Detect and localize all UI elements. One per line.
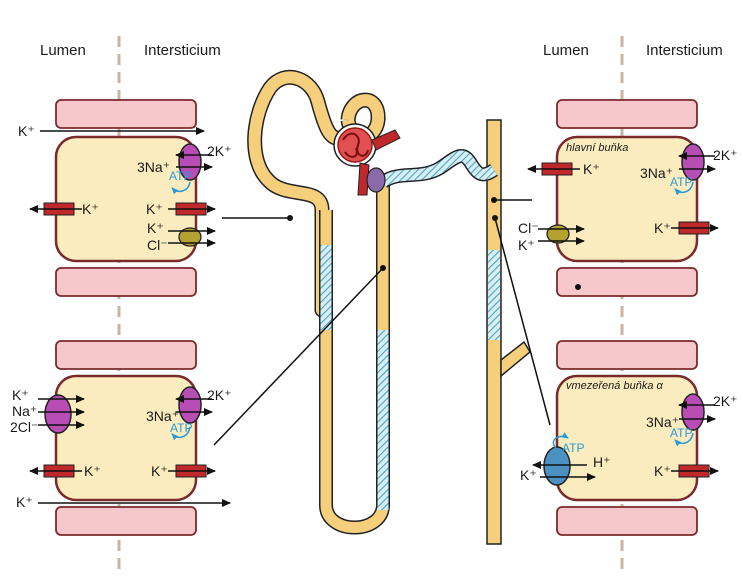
atp-arrow [674, 432, 694, 447]
na-k-pump [681, 393, 705, 431]
label-k-channel-lumen: K⁺ [583, 161, 600, 177]
distal-tubule [379, 150, 498, 187]
label-k-channel-inter: K⁺ [654, 220, 671, 236]
label-k-channel-inter: K⁺ [654, 463, 671, 479]
proximal-tubule [248, 71, 346, 316]
connector-bottom-right [494, 217, 551, 426]
connector-dot-top-left [287, 215, 293, 221]
loop-bottom [320, 504, 389, 533]
atp-arrow [171, 181, 191, 195]
neighbor-cell-bottom [556, 267, 698, 297]
label-k-channel-inter: K⁺ [151, 463, 168, 479]
label-k-symport: K⁺ [147, 220, 164, 236]
h-k-atpase [543, 446, 571, 486]
label-atp: ATP [170, 421, 192, 435]
neighbor-cell-top [55, 99, 197, 129]
nucleus-dot [575, 284, 581, 290]
label-k-cotr: K⁺ [12, 387, 29, 403]
label-2k: 2K⁺ [713, 147, 738, 163]
atp-pump-arrow [552, 432, 569, 449]
k-cl-symporter [178, 227, 202, 247]
header-interstitium-left: Intersticium [144, 42, 221, 59]
nkcc2-cotransporter [44, 394, 72, 434]
macula-densa [366, 167, 386, 193]
label-na-cotr: Na⁺ [12, 403, 37, 419]
panel-bottom-right: vmezeřená buňka α 3Na⁺ 2K⁺ ATP ATP H⁺ K⁺… [520, 340, 738, 536]
label-atp: ATP [670, 175, 692, 189]
label-h: H⁺ [593, 454, 611, 470]
neighbor-cell-top [55, 340, 197, 370]
label-k-flux: K⁺ [16, 494, 33, 510]
header-interstitium-right: Intersticium [646, 42, 723, 59]
label-na: 3Na⁺ [640, 165, 673, 181]
cell-body [555, 135, 699, 263]
label-k-pump: K⁺ [520, 467, 537, 483]
label-k-channel-inter: K⁺ [146, 201, 163, 217]
connector-dot-top-right [491, 197, 497, 203]
connector-dot-bottom-right [492, 215, 498, 221]
label-2k: 2K⁺ [207, 387, 232, 403]
panel-top-right: hlavní buňka K⁺ 3Na⁺ 2K⁺ ATP Cl⁻ K⁺ K⁺ [518, 99, 738, 297]
caption: hlavní buňka [566, 142, 628, 154]
label-k-channel-lumen: K⁺ [84, 463, 101, 479]
atp-arrow [674, 181, 694, 196]
header-lumen-left: Lumen [40, 42, 86, 59]
neighbor-cell-top [556, 99, 698, 129]
neighbor-cell-bottom [55, 506, 197, 536]
label-atp: ATP [670, 426, 692, 440]
atp-arrow [171, 426, 191, 441]
label-k-cotr: K⁺ [518, 237, 535, 253]
caption: vmezeřená buňka α [566, 380, 663, 392]
na-k-pump [681, 143, 705, 181]
label-atp-pump: ATP [562, 441, 584, 455]
collecting-duct-branch [500, 340, 531, 378]
connector-dot-bottom-left [380, 265, 386, 271]
label-cl: Cl⁻ [518, 220, 539, 236]
cell-body [54, 374, 198, 502]
collecting-duct-hatched [488, 250, 500, 340]
label-na: 3Na⁺ [146, 408, 179, 424]
panel-bottom-left: K⁺ Na⁺ 2Cl⁻ 3Na⁺ 2K⁺ ATP K⁺ K⁺ K⁺ [10, 340, 232, 536]
neighbor-cell-bottom [55, 267, 197, 297]
neighbor-cell-top [556, 340, 698, 370]
label-2k: 2K⁺ [713, 393, 738, 409]
label-cl-symport: Cl⁻ [147, 237, 168, 253]
label-atp: ATP [169, 169, 191, 183]
nephron [247, 69, 531, 545]
neighbor-cell-bottom [556, 506, 698, 536]
cell-body [54, 135, 198, 263]
header-lumen-right: Lumen [543, 42, 589, 59]
connector-bottom-left [213, 267, 384, 446]
ascending-hatched [377, 330, 389, 510]
efferent-arteriole [357, 162, 370, 196]
afferent-arteriole [371, 129, 401, 151]
label-cl-cotr: 2Cl⁻ [10, 419, 38, 435]
label-k-flux: K⁺ [18, 123, 35, 139]
panel-top-left: K⁺ 3Na⁺ 2K⁺ ATP K⁺ K⁺ K⁺ Cl⁻ [18, 99, 232, 297]
label-2k: 2K⁺ [207, 143, 232, 159]
label-na: 3Na⁺ [137, 159, 170, 175]
label-k-channel-lumen: K⁺ [82, 201, 99, 217]
descending-hatched [320, 245, 332, 330]
na-k-pump [178, 386, 202, 424]
glomerulus-capillaries [342, 132, 369, 158]
na-k-pump [178, 143, 202, 181]
label-na: 3Na⁺ [646, 414, 679, 430]
